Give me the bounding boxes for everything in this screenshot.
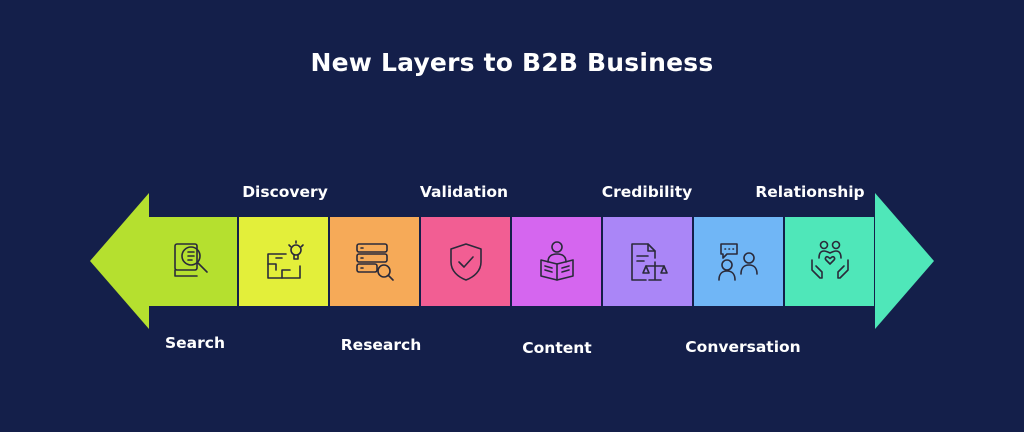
step-box-validation <box>421 217 510 306</box>
step-label-discovery: Discovery <box>242 183 328 201</box>
step-box-credibility <box>603 217 692 306</box>
step-box-content <box>512 217 601 306</box>
step-label-validation: Validation <box>419 183 509 201</box>
step-box-search <box>148 217 237 306</box>
people-chat-icon <box>717 242 758 281</box>
left-arrowhead <box>90 193 149 329</box>
hands-heart-people-icon <box>810 240 849 279</box>
step-box-relationship <box>785 217 874 306</box>
shield-check-icon <box>449 242 482 281</box>
step-box-discovery <box>239 217 328 306</box>
diagram-title: New Layers to B2B Business <box>310 48 714 77</box>
step-label-content: Content <box>522 339 592 357</box>
step-label-research: Research <box>340 336 422 354</box>
step-box-conversation <box>694 217 783 306</box>
step-label-relationship: Relationship <box>755 183 865 201</box>
right-arrowhead <box>875 193 934 329</box>
step-label-search: Search <box>164 334 226 352</box>
magnifier-document-icon <box>173 242 208 277</box>
server-search-icon <box>355 242 394 281</box>
person-reading-icon <box>539 240 574 281</box>
step-box-research <box>330 217 419 306</box>
document-scales-icon <box>630 242 668 281</box>
floorplan-lightbulb-icon <box>266 239 304 279</box>
step-label-credibility: Credibility <box>601 183 693 201</box>
step-label-conversation: Conversation <box>685 338 801 356</box>
